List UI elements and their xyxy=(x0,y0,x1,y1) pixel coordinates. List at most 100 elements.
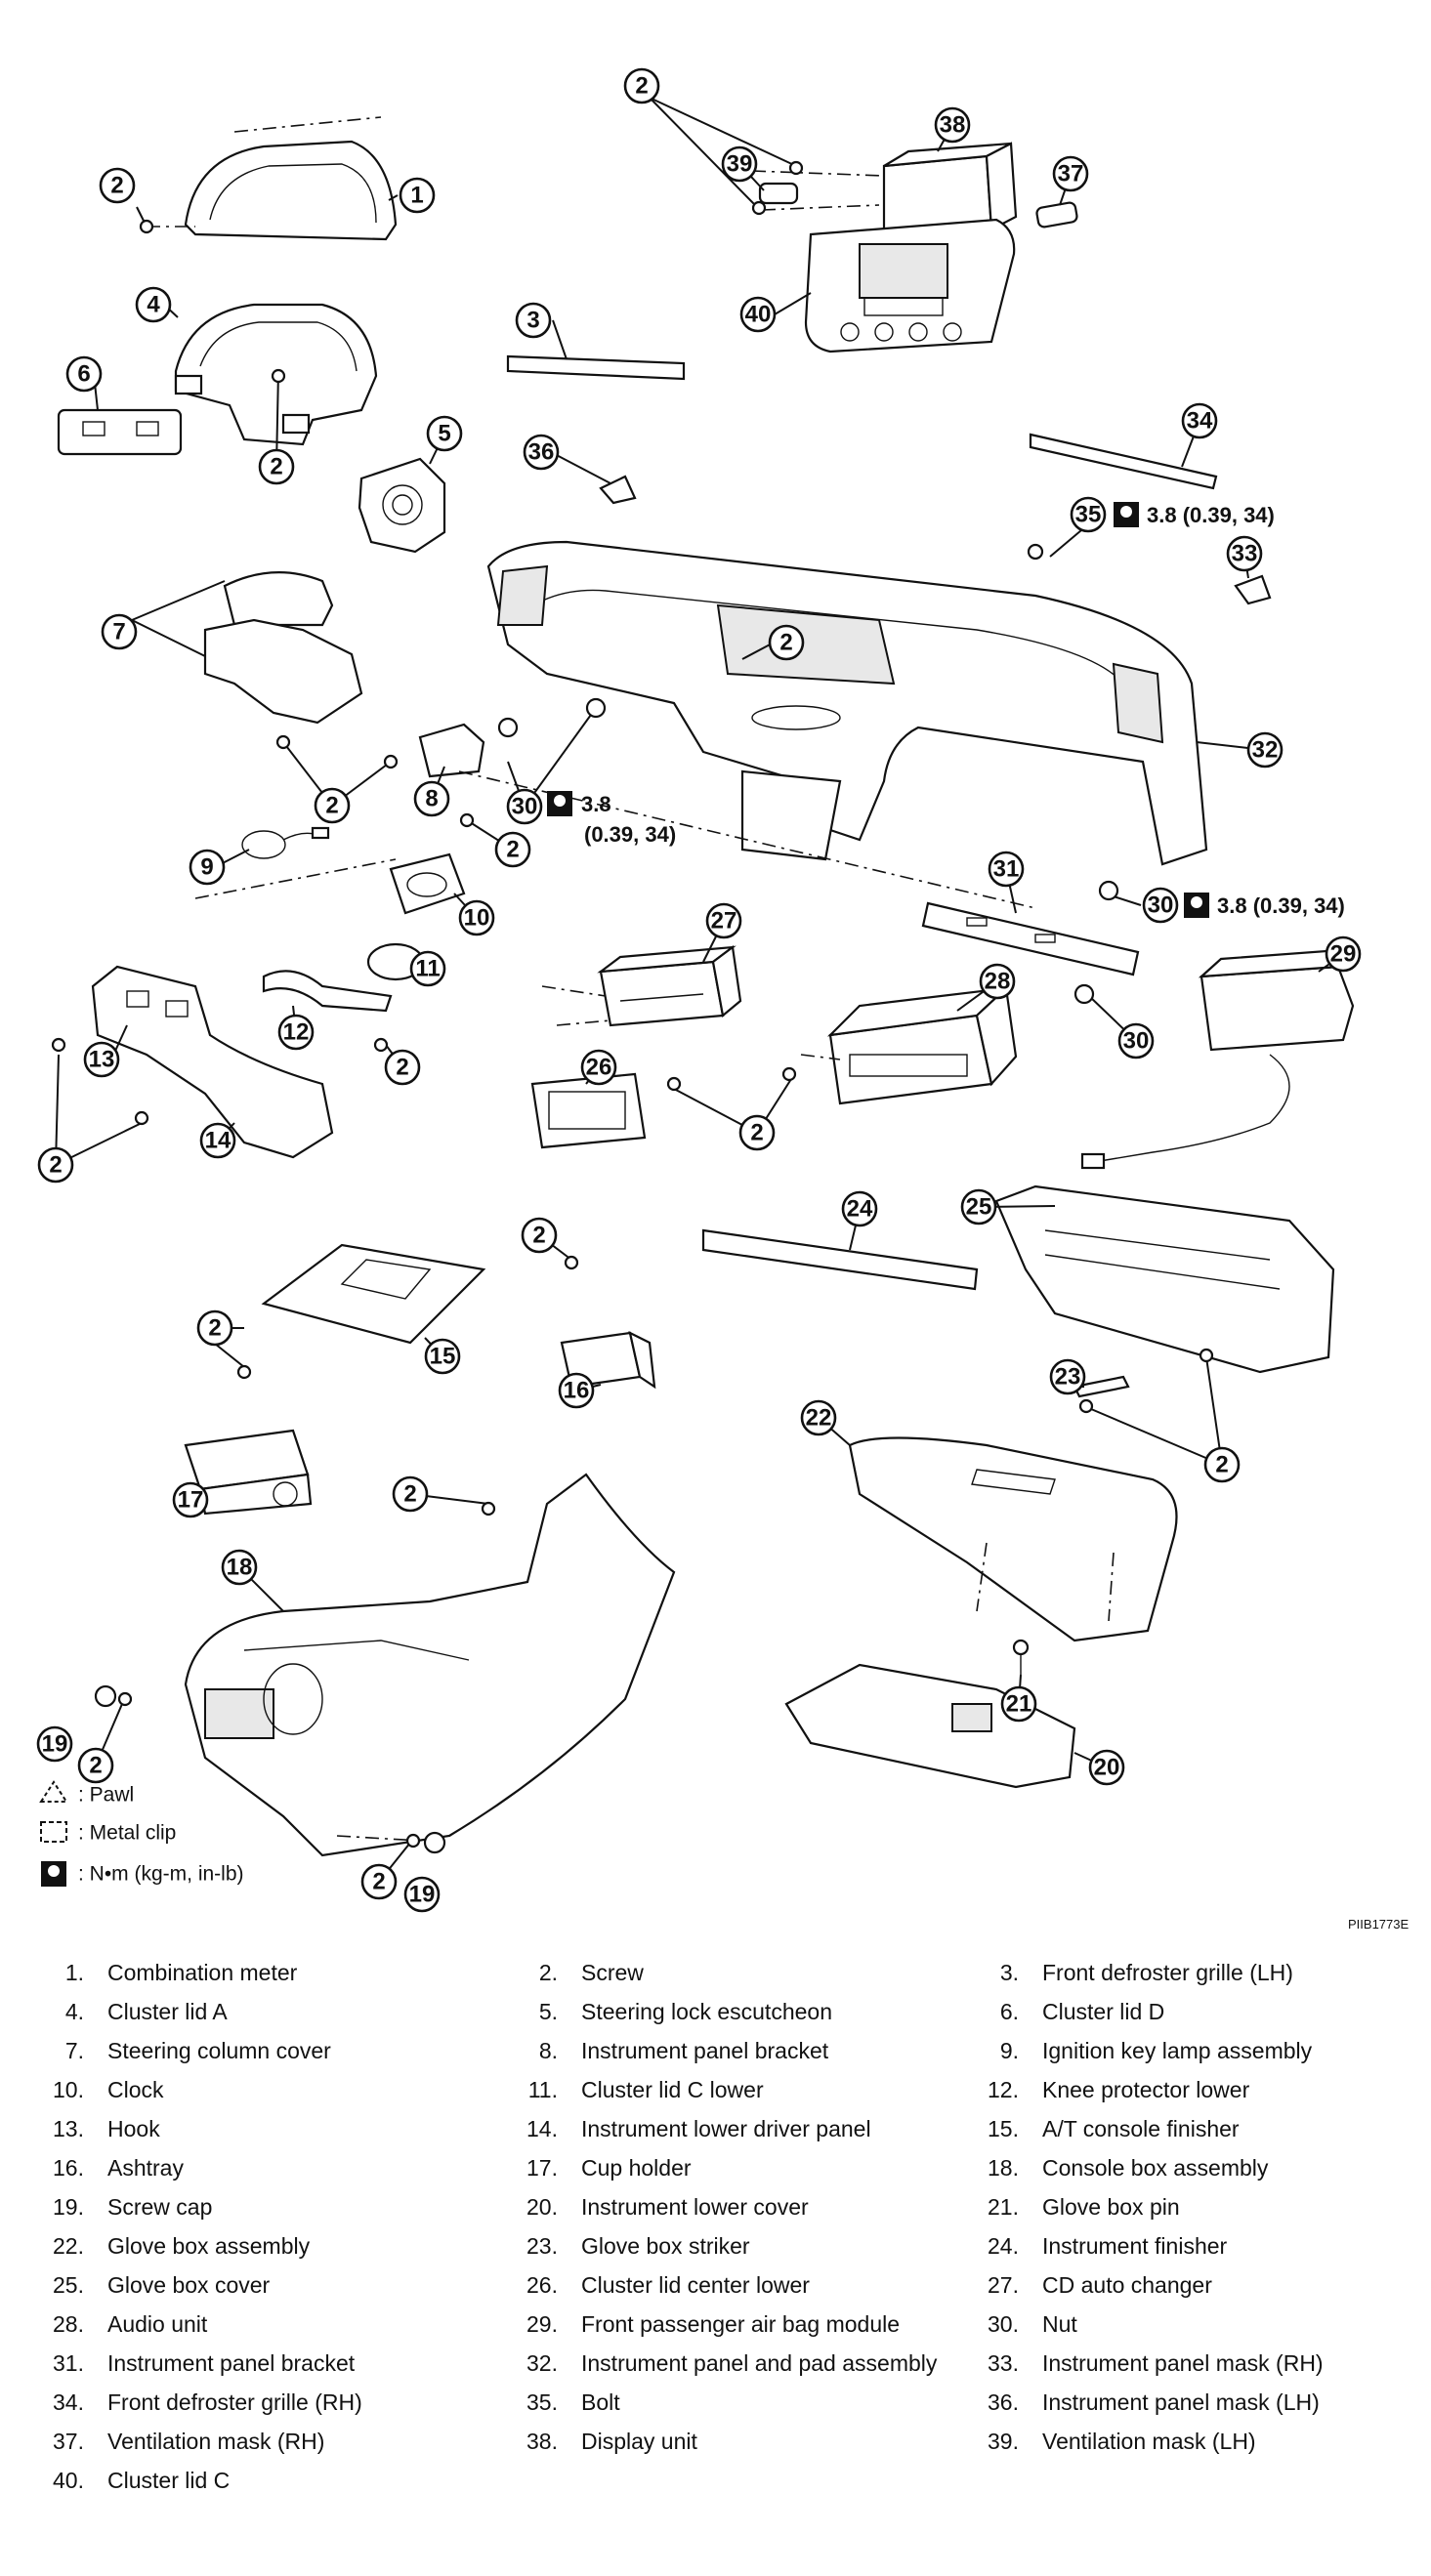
callout-number: 2 xyxy=(270,454,282,480)
parts-list-item: 31.Instrument panel bracket xyxy=(29,2350,503,2377)
callout-number: 19 xyxy=(42,1731,68,1758)
part-name: Cluster lid C xyxy=(107,2467,231,2493)
part-number: 38. xyxy=(526,2428,558,2454)
part-number: 9. xyxy=(999,2037,1019,2063)
callout-32: 32 xyxy=(1246,731,1284,769)
callout-number: 19 xyxy=(409,1882,436,1908)
callout-number: 24 xyxy=(847,1196,873,1223)
callout-31: 31 xyxy=(988,851,1025,888)
part-number: 7. xyxy=(64,2037,84,2063)
legend: : Pawl : Metal clip : N•m (kg-m, in-lb) xyxy=(39,1780,244,1887)
part-name: Cluster lid D xyxy=(1042,1998,1165,2024)
callout-6: 6 xyxy=(65,355,103,393)
torque-text: 3.8 (0.39, 34) xyxy=(1147,503,1275,527)
callout-number: 22 xyxy=(806,1405,832,1432)
torque-text: 3.8 (0.39, 34) xyxy=(1217,893,1345,918)
part-number: 22. xyxy=(53,2232,84,2259)
parts-list-item: 30.Nut xyxy=(964,2311,1413,2338)
part-number: 39. xyxy=(988,2428,1019,2454)
parts-list-item: 32. Instrument panel and pad assembly xyxy=(503,2350,964,2377)
part-name: Knee protector lower xyxy=(1042,2076,1250,2102)
callout-14: 14 xyxy=(199,1122,236,1159)
callout-2: 2 xyxy=(384,1049,421,1086)
part-number: 32. xyxy=(526,2349,558,2376)
part-number: 13. xyxy=(53,2115,84,2141)
parts-list-item: 5.Steering lock escutcheon xyxy=(503,1999,964,2025)
callout-number: 34 xyxy=(1187,408,1213,435)
part-clock xyxy=(389,852,466,915)
part-number: 18. xyxy=(988,2154,1019,2181)
callout-number: 2 xyxy=(49,1152,62,1179)
callout-number: 30 xyxy=(1148,893,1174,919)
part-name: CD auto changer xyxy=(1042,2271,1212,2298)
part-front-defroster-grille-rh xyxy=(1029,433,1218,490)
callout-15: 15 xyxy=(424,1338,461,1375)
part-cd-auto-changer xyxy=(597,945,742,1027)
legend-pawl-label: : Pawl xyxy=(78,1784,134,1807)
part-number: 27. xyxy=(988,2271,1019,2298)
callout-number: 37 xyxy=(1058,161,1084,187)
part-number: 34. xyxy=(53,2389,84,2415)
part-number: 30. xyxy=(988,2310,1019,2337)
callout-number: 1 xyxy=(410,183,423,209)
callout-2: 2 xyxy=(258,448,295,485)
callout-19: 19 xyxy=(403,1876,441,1913)
parts-list-item: 1.Combination meter xyxy=(29,1960,503,1986)
callout-12: 12 xyxy=(277,1014,315,1051)
callout-26: 26 xyxy=(580,1049,617,1086)
callout-number: 2 xyxy=(506,837,519,863)
part-name: Steering lock escutcheon xyxy=(581,1998,832,2024)
callout-number: 40 xyxy=(745,302,772,328)
torque-spec-nut30-left: 3.8 (0.39, 34) xyxy=(547,791,676,847)
callout-number: 7 xyxy=(112,619,125,645)
callout-number: 23 xyxy=(1055,1364,1081,1391)
callout-number: 38 xyxy=(940,112,966,139)
part-name: Instrument finisher xyxy=(1042,2232,1228,2259)
part-name: Ventilation mask (RH) xyxy=(107,2428,325,2454)
callout-2: 2 xyxy=(196,1309,233,1347)
part-cluster-lid-center-lower xyxy=(530,1072,647,1149)
parts-list-item: 16.Ashtray xyxy=(29,2155,503,2181)
callout-number: 26 xyxy=(586,1055,612,1081)
torque-text: (0.39, 34) xyxy=(584,822,676,847)
part-name: Glove box pin xyxy=(1042,2193,1180,2220)
parts-list-item: 39.Ventilation mask (LH) xyxy=(964,2429,1413,2455)
torque-spec-nut30-right: 3.8 (0.39, 34) xyxy=(1184,893,1345,918)
callout-2: 2 xyxy=(99,167,136,204)
part-name: Instrument panel and pad assembly xyxy=(581,2349,938,2376)
part-name: A/T console finisher xyxy=(1042,2115,1240,2141)
part-name: Cluster lid center lower xyxy=(581,2271,810,2298)
part-number: 16. xyxy=(53,2154,84,2181)
callout-number: 2 xyxy=(1215,1452,1228,1478)
parts-list-item: 40.Cluster lid C xyxy=(29,2468,503,2494)
callout-number: 35 xyxy=(1075,502,1102,528)
part-steering-column-cover xyxy=(203,571,363,725)
parts-list-row: 31.Instrument panel bracket 32. Instrument… xyxy=(29,2344,1416,2383)
callout-3: 3 xyxy=(515,302,552,339)
legend-pawl: : Pawl xyxy=(39,1780,134,1807)
part-name: Front defroster grille (LH) xyxy=(1042,1959,1293,1985)
callout-number: 2 xyxy=(372,1869,385,1895)
part-steering-lock-escutcheon xyxy=(358,457,446,554)
part-instrument-lower-cover xyxy=(784,1663,1076,1789)
part-number: 14. xyxy=(526,2115,558,2141)
part-cluster-lid-c xyxy=(804,218,1016,353)
parts-list-item: 34.Front defroster grille (RH) xyxy=(29,2389,503,2416)
part-number: 28. xyxy=(53,2310,84,2337)
fastener-marks xyxy=(51,160,1214,1849)
callout-9: 9 xyxy=(189,849,226,886)
part-glove-box-striker xyxy=(1073,1375,1130,1398)
parts-list-item: 21.Glove box pin xyxy=(964,2194,1413,2221)
callout-number: 12 xyxy=(283,1019,310,1046)
callout-number: 2 xyxy=(208,1315,221,1342)
callout-number: 33 xyxy=(1232,541,1258,567)
callout-2: 2 xyxy=(768,624,805,661)
part-name: Combination meter xyxy=(107,1959,298,1985)
callout-10: 10 xyxy=(458,899,495,936)
torque-spec-bolt35: 3.8 (0.39, 34) xyxy=(1114,502,1275,527)
callout-4: 4 xyxy=(135,286,172,323)
part-number: 11. xyxy=(527,2076,558,2102)
